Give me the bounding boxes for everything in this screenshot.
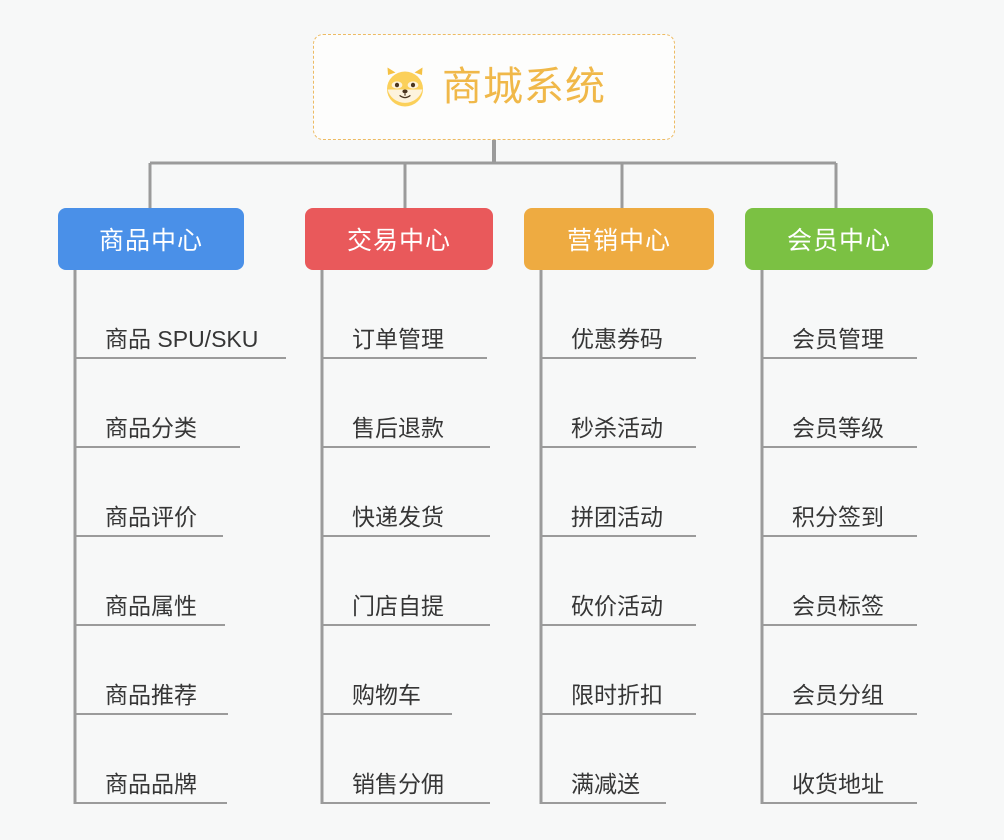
leaf-item[interactable]: 商品属性: [75, 574, 225, 626]
leaf-item[interactable]: 商品评价: [75, 485, 223, 537]
leaf-item-label: 满减送: [571, 770, 640, 797]
leaf-item[interactable]: 售后退款: [322, 396, 490, 448]
leaf-item-label: 售后退款: [352, 414, 444, 441]
branch-node-2[interactable]: 交易中心: [305, 208, 493, 270]
leaf-item[interactable]: 会员标签: [762, 574, 917, 626]
leaf-item-label: 商品评价: [105, 503, 197, 530]
leaf-item[interactable]: 会员管理: [762, 307, 917, 359]
leaf-item-label: 会员等级: [792, 414, 884, 441]
leaf-item-label: 积分签到: [792, 503, 884, 530]
dog-face-icon: [382, 64, 428, 110]
leaf-item-label: 商品 SPU/SKU: [105, 325, 259, 352]
leaf-item-label: 收货地址: [792, 770, 884, 797]
leaf-item-label: 商品属性: [105, 592, 197, 619]
leaf-item[interactable]: 收货地址: [762, 752, 917, 804]
leaf-item[interactable]: 秒杀活动: [541, 396, 696, 448]
leaf-item-label: 门店自提: [352, 592, 444, 619]
leaf-item-label: 秒杀活动: [571, 414, 663, 441]
leaf-item[interactable]: 门店自提: [322, 574, 490, 626]
leaf-item[interactable]: 会员分组: [762, 663, 917, 715]
branch-node-label: 营销中心: [566, 227, 671, 255]
branch-node-label: 商品中心: [98, 227, 203, 255]
leaf-item-label: 销售分佣: [352, 770, 444, 797]
leaf-item[interactable]: 订单管理: [322, 307, 487, 359]
leaf-item[interactable]: 会员等级: [762, 396, 917, 448]
leaf-item-label: 商品品牌: [105, 770, 197, 797]
leaf-item-label: 快递发货: [352, 503, 444, 530]
root-title: 商城系统: [442, 65, 606, 109]
leaf-item-label: 会员标签: [792, 592, 884, 619]
root-node[interactable]: 商城系统: [313, 34, 675, 140]
leaf-item[interactable]: 销售分佣: [322, 752, 490, 804]
branch-node-label: 交易中心: [346, 227, 451, 255]
leaf-item-label: 会员管理: [792, 325, 884, 352]
leaf-item[interactable]: 商品分类: [75, 396, 240, 448]
branch-node-1[interactable]: 商品中心: [58, 208, 244, 270]
leaf-item-label: 商品推荐: [105, 681, 197, 708]
leaf-item-label: 购物车: [352, 681, 421, 708]
leaf-item[interactable]: 限时折扣: [541, 663, 696, 715]
leaf-item[interactable]: 商品推荐: [75, 663, 228, 715]
leaf-item-label: 商品分类: [105, 414, 197, 441]
leaf-item[interactable]: 拼团活动: [541, 485, 696, 537]
leaf-item[interactable]: 优惠券码: [541, 307, 696, 359]
leaf-item[interactable]: 砍价活动: [541, 574, 696, 626]
leaf-item[interactable]: 快递发货: [322, 485, 490, 537]
branch-node-3[interactable]: 营销中心: [524, 208, 714, 270]
leaf-item-label: 会员分组: [792, 681, 884, 708]
leaf-item[interactable]: 购物车: [322, 663, 452, 715]
leaf-item[interactable]: 商品品牌: [75, 752, 227, 804]
leaf-item-label: 限时折扣: [571, 681, 663, 708]
branch-node-label: 会员中心: [786, 227, 891, 255]
leaf-item-label: 砍价活动: [571, 592, 663, 619]
leaf-item-label: 拼团活动: [571, 503, 663, 530]
branch-node-4[interactable]: 会员中心: [745, 208, 933, 270]
leaf-item-label: 优惠券码: [571, 325, 663, 352]
leaf-item-label: 订单管理: [352, 325, 444, 352]
leaf-item[interactable]: 满减送: [541, 752, 666, 804]
leaf-item[interactable]: 积分签到: [762, 485, 917, 537]
leaf-item[interactable]: 商品 SPU/SKU: [75, 307, 286, 359]
